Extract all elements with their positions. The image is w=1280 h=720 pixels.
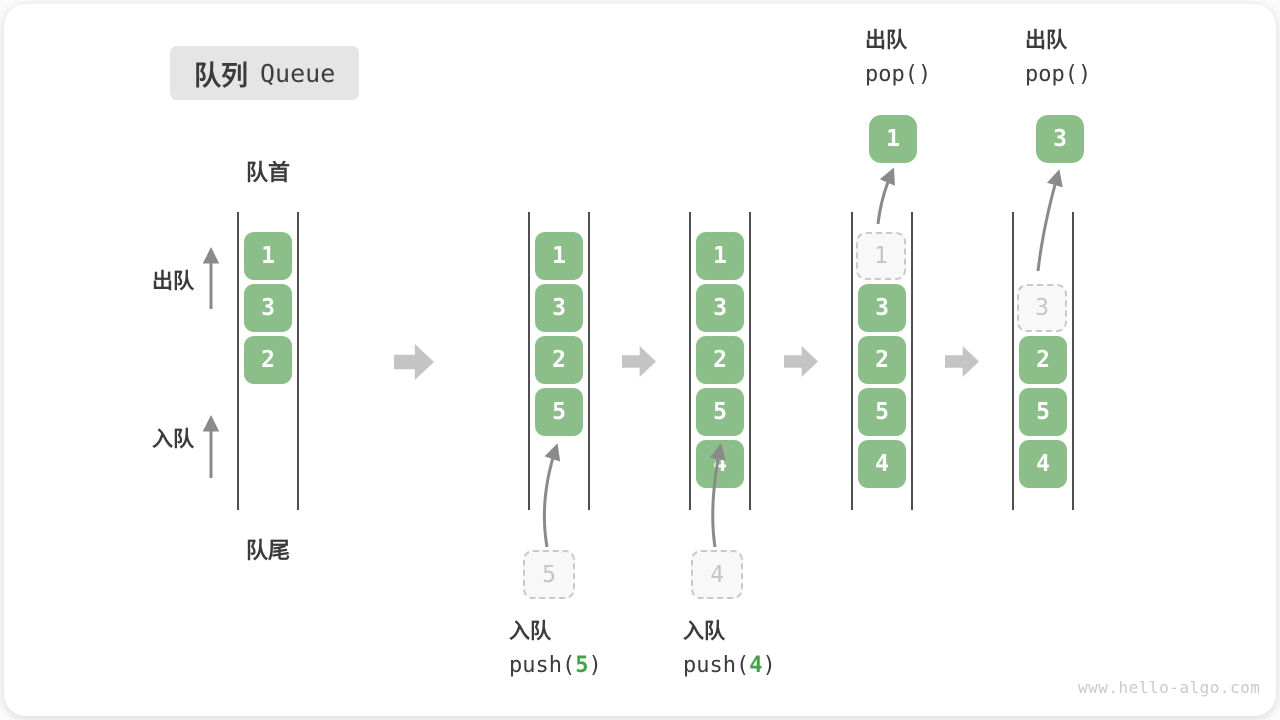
queue-cell: 5 <box>858 388 906 436</box>
queue-cell: 3 <box>244 284 292 332</box>
pop3-caption: 出队 pop() <box>1025 24 1091 92</box>
queue-state-5: 3 2 5 4 3 出队 pop() <box>1012 0 1091 720</box>
queue-cell: 2 <box>1019 336 1067 384</box>
incoming-element-box: 4 <box>691 550 743 599</box>
queue-cell: 1 <box>535 232 583 280</box>
pop1-caption: 出队 pop() <box>865 24 931 92</box>
queue-cell: 2 <box>696 336 744 384</box>
title-badge: 队列 Queue <box>170 46 360 100</box>
queue-cell: 2 <box>535 336 583 384</box>
queue-state-1: 1 3 2 <box>237 0 299 720</box>
popped-element-box: 3 <box>1036 115 1084 163</box>
queue-rear-label: 队尾 <box>245 538 290 563</box>
push5-arg: 5 <box>575 653 589 678</box>
queue-cell: 3 <box>858 284 906 332</box>
removed-element-slot: 1 <box>856 232 906 280</box>
queue-cell: 4 <box>1019 440 1067 488</box>
removed-element-slot: 3 <box>1017 284 1067 332</box>
queue-cell: 5 <box>1019 388 1067 436</box>
title-zh: 队列 <box>194 60 248 91</box>
queue-cell: 3 <box>696 284 744 332</box>
push4-arg: 4 <box>749 653 763 678</box>
queue-state-4: 1 3 2 5 4 1 出队 pop() <box>851 0 931 720</box>
queue-rail <box>528 212 530 510</box>
pop3-label-zh: 出队 <box>1025 29 1067 52</box>
queue-cell: 2 <box>244 336 292 384</box>
push4-call: push(4) <box>683 653 776 678</box>
queue-rail <box>297 212 299 510</box>
dequeue-side-label: 出队 <box>152 270 194 293</box>
queue-cell: 5 <box>696 388 744 436</box>
queue-cell: 1 <box>244 232 292 280</box>
pop1-call: pop() <box>865 62 932 87</box>
pop1-label-zh: 出队 <box>865 29 907 52</box>
push4-label-zh: 入队 <box>683 620 725 643</box>
enqueue-side-label: 入队 <box>152 428 194 451</box>
queue-rail <box>1012 212 1014 510</box>
queue-cell: 5 <box>535 388 583 436</box>
queue-front-label: 队首 <box>245 160 290 185</box>
pop3-call: pop() <box>1025 62 1092 87</box>
queue-state-2: 1 3 2 5 5 入队 push(5) <box>509 0 602 720</box>
incoming-element-box: 5 <box>523 550 575 599</box>
push5-label-zh: 入队 <box>509 620 551 643</box>
queue-rail <box>1072 212 1074 510</box>
push5-caption: 入队 push(5) <box>509 615 602 683</box>
queue-rail <box>237 212 239 510</box>
watermark: www.hello-algo.com <box>1078 678 1261 697</box>
queue-cell: 4 <box>858 440 906 488</box>
push5-call: push(5) <box>509 653 602 678</box>
queue-cell: 1 <box>696 232 744 280</box>
title-en: Queue <box>260 58 336 88</box>
queue-state-3: 1 3 2 5 4 4 入队 push(4) <box>683 0 776 720</box>
queue-rail <box>911 212 913 510</box>
popped-element-box: 1 <box>869 115 917 163</box>
queue-rail <box>689 212 691 510</box>
push4-caption: 入队 push(4) <box>683 615 776 683</box>
queue-rail <box>588 212 590 510</box>
queue-cell: 4 <box>696 440 744 488</box>
queue-rail <box>851 212 853 510</box>
queue-cell: 2 <box>858 336 906 384</box>
queue-rail <box>749 212 751 510</box>
queue-cell: 3 <box>535 284 583 332</box>
